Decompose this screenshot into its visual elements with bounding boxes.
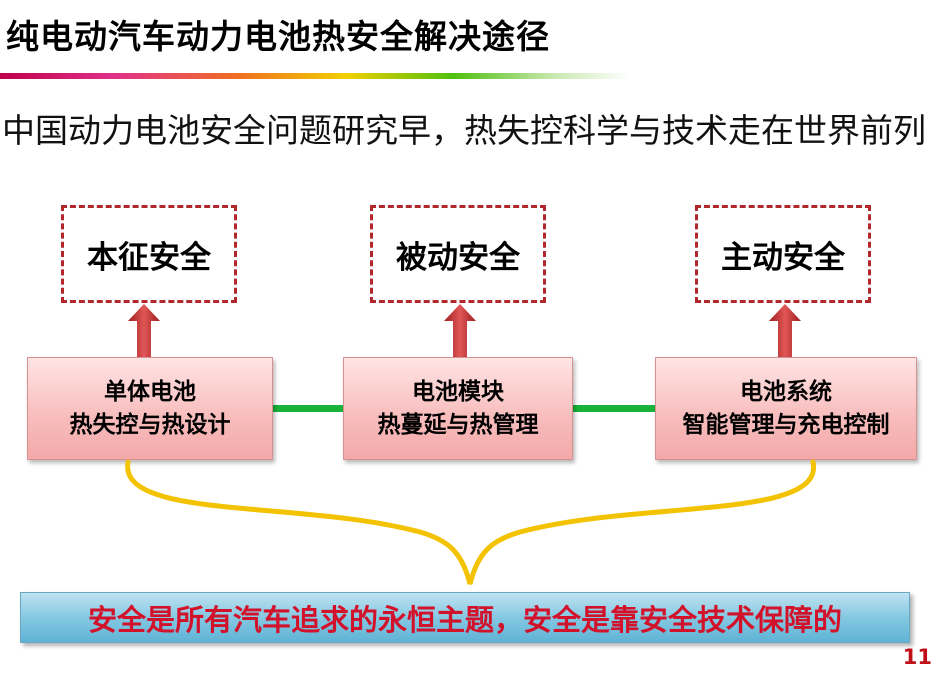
subtitle: 中国动力电池安全问题研究早，热失控科学与技术走在世界前列 <box>2 111 926 150</box>
up-arrow-3 <box>769 304 801 358</box>
level-line2: 热失控与热设计 <box>69 411 231 438</box>
level-box-cell: 单体电池 热失控与热设计 <box>27 357 273 460</box>
up-arrow-1 <box>128 304 160 358</box>
level-line1: 单体电池 <box>104 378 196 405</box>
level-line2: 热蔓延与热管理 <box>377 411 539 438</box>
safety-label: 被动安全 <box>396 239 520 276</box>
safety-box-active: 主动安全 <box>695 205 871 303</box>
safety-box-intrinsic: 本征安全 <box>61 205 237 303</box>
safety-label: 本征安全 <box>87 239 211 276</box>
level-line2: 智能管理与充电控制 <box>682 411 890 438</box>
page-number: 11 <box>902 645 932 669</box>
level-line1: 电池模块 <box>412 378 504 405</box>
level-box-system: 电池系统 智能管理与充电控制 <box>655 357 917 460</box>
level-box-module: 电池模块 热蔓延与热管理 <box>343 357 573 460</box>
up-arrow-2 <box>444 304 476 358</box>
safety-box-passive: 被动安全 <box>370 205 546 303</box>
connector-line-1 <box>273 405 343 412</box>
safety-label: 主动安全 <box>721 239 845 276</box>
level-line1: 电池系统 <box>740 378 832 405</box>
connector-line-2 <box>573 405 657 412</box>
page-title: 纯电动汽车动力电池热安全解决途径 <box>6 17 550 56</box>
banner-text: 安全是所有汽车追求的永恒主题，安全是靠安全技术保障的 <box>87 602 842 637</box>
title-underline <box>0 73 630 79</box>
conclusion-banner: 安全是所有汽车追求的永恒主题，安全是靠安全技术保障的 <box>20 592 910 643</box>
